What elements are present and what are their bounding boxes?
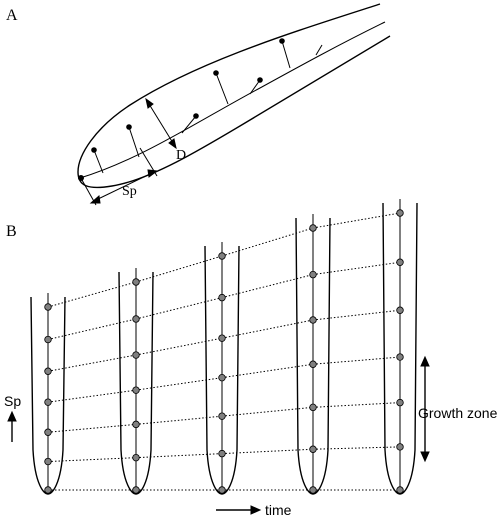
- marker-trajectory-segment: [221, 448, 314, 455]
- growth-zone-arrow: [420, 355, 430, 463]
- root-outline-snapshot: [118, 271, 154, 495]
- marker-trajectory-segment: [221, 319, 314, 339]
- marker-trajectory-segment: [312, 261, 401, 276]
- marker-trajectory-segment: [47, 457, 137, 463]
- marker-trajectory-segment: [221, 274, 314, 299]
- root-axis: [79, 21, 386, 179]
- root-snapshot-5: [382, 199, 418, 495]
- marker-trajectory-segment: [135, 297, 223, 320]
- marker-trajectory-segment: [135, 453, 223, 459]
- snapshot-marker: [44, 303, 52, 311]
- marker-trajectory-segment: [47, 281, 137, 308]
- marker-trajectories: [47, 212, 401, 491]
- snapshot-marker: [396, 306, 404, 314]
- snapshot-marker: [309, 403, 317, 412]
- root-snapshot-1: [30, 293, 66, 495]
- snapshot-marker: [309, 270, 317, 279]
- snapshot-marker: [218, 486, 226, 494]
- snapshot-marker: [309, 486, 317, 494]
- root-markers: [93, 40, 323, 174]
- panel-a-label: A: [6, 7, 18, 24]
- root-snapshot-2: [118, 268, 154, 495]
- snapshot-marker: [218, 412, 226, 420]
- snapshot-marker: [44, 457, 52, 466]
- snapshot-marker: [132, 315, 140, 323]
- root-outline-snapshot: [295, 217, 331, 495]
- snapshot-marker: [132, 386, 140, 394]
- marker-trajectory-segment: [135, 337, 223, 356]
- sp-label-a: Sp: [122, 184, 137, 199]
- marker-trajectory-segment: [221, 363, 314, 379]
- root-snapshots: [30, 199, 418, 495]
- snapshot-marker: [132, 351, 140, 359]
- panel-b: B Sp Growth zone time: [4, 199, 498, 517]
- panel-a: A D: [6, 3, 391, 206]
- marker-trajectory-segment: [135, 255, 223, 283]
- marker-trajectory-segment: [312, 356, 401, 365]
- snapshot-marker: [132, 420, 140, 429]
- marker-trajectory-segment: [135, 415, 223, 425]
- snapshot-marker: [218, 373, 226, 382]
- snapshot-marker: [44, 367, 52, 375]
- snapshot-marker: [218, 334, 226, 342]
- marker-trajectory-segment: [221, 227, 314, 257]
- marker-trajectory-segment: [135, 377, 223, 391]
- snapshot-marker: [309, 316, 317, 324]
- snapshot-marker: [132, 453, 140, 462]
- marker-trajectory-segment: [47, 389, 137, 403]
- time-label: time: [265, 502, 292, 517]
- sp-label-b: Sp: [4, 393, 21, 409]
- sp-arrow-a: [81, 147, 159, 206]
- snapshot-marker: [44, 335, 52, 344]
- snapshot-marker: [309, 224, 317, 232]
- snapshot-marker: [132, 278, 140, 286]
- root-snapshot-4: [295, 214, 331, 495]
- root-outline-snapshot: [30, 296, 66, 495]
- marker-trajectory-segment: [47, 354, 137, 372]
- snapshot-marker: [396, 486, 404, 494]
- root-marker-dots: [78, 38, 285, 181]
- panel-b-label: B: [6, 223, 17, 240]
- snapshot-marker: [132, 486, 140, 494]
- snapshot-marker: [396, 443, 404, 451]
- marker-trajectory-segment: [47, 318, 137, 341]
- root-snapshot-3: [204, 242, 240, 495]
- root-outline-snapshot: [382, 202, 418, 495]
- snapshot-marker: [396, 398, 404, 407]
- marker-trajectory-segment: [312, 446, 401, 450]
- time-arrow: [216, 505, 262, 515]
- snapshot-marker: [396, 209, 404, 217]
- snapshot-marker: [396, 258, 404, 266]
- diameter-label: D: [176, 148, 186, 163]
- root-outline: [77, 3, 391, 189]
- snapshot-marker: [309, 360, 317, 368]
- marker-trajectory-segment: [312, 309, 401, 321]
- snapshot-marker: [218, 252, 226, 260]
- snapshot-marker: [218, 293, 226, 302]
- root-outline-snapshot: [204, 245, 240, 495]
- marker-trajectory-segment: [221, 406, 314, 417]
- snapshot-marker: [309, 445, 317, 453]
- snapshot-marker: [44, 428, 52, 436]
- marker-trajectory-segment: [312, 402, 401, 408]
- marker-trajectory-segment: [47, 423, 137, 433]
- sp-arrow-b: [7, 410, 17, 442]
- snapshot-marker: [396, 353, 404, 361]
- snapshot-markers: [44, 209, 404, 494]
- marker-trajectory-segment: [312, 212, 401, 229]
- snapshot-marker: [44, 486, 52, 494]
- diameter-arrow: [145, 97, 177, 150]
- snapshot-marker: [44, 398, 52, 406]
- snapshot-marker: [218, 449, 226, 458]
- growth-zone-label: Growth zone: [418, 405, 498, 421]
